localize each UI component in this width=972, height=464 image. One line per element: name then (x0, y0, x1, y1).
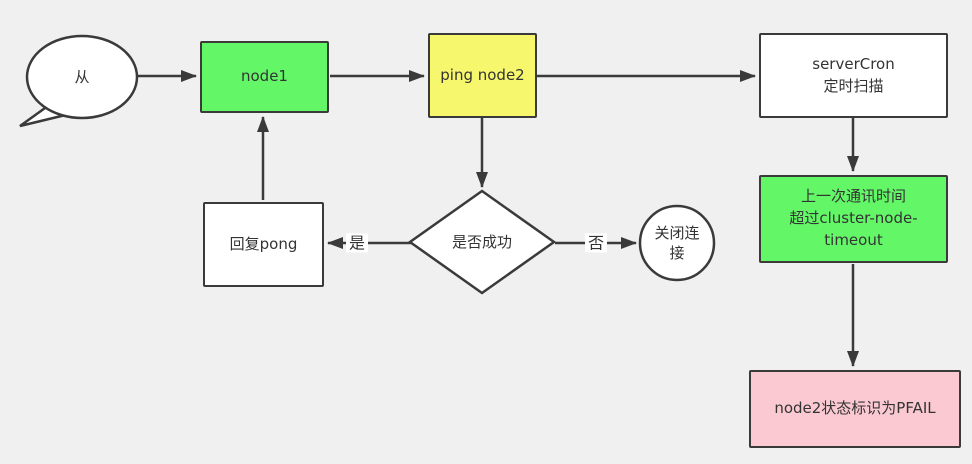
close-connection-circle-shape (638, 204, 716, 282)
node-timeout-check: 上一次通讯时间 超过cluster-node-timeout (759, 175, 948, 263)
node-pfail: node2状态标识为PFAIL (749, 370, 961, 448)
node-servercron-label-line2: 定时扫描 (823, 76, 884, 95)
decision-diamond-shape (407, 189, 557, 295)
node-node1-label: node1 (241, 67, 288, 86)
node-servercron-label-line1: serverCron (812, 54, 895, 73)
node-timeout-check-label-line1: 上一次通讯时间 (800, 187, 906, 206)
node-servercron: serverCron 定时扫描 (759, 33, 948, 118)
node-node1: node1 (200, 41, 329, 113)
node-pfail-label: node2状态标识为PFAIL (774, 399, 936, 418)
edge-label-no: 否 (584, 233, 608, 253)
node-ping-node2: ping node2 (428, 33, 537, 118)
edge-label-yes: 是 (345, 233, 369, 253)
speech-bubble-shape (25, 34, 139, 120)
node-reply-pong: 回复pong (203, 202, 324, 287)
node-reply-pong-label: 回复pong (229, 234, 298, 253)
node-ping-node2-label: ping node2 (440, 65, 525, 84)
node-timeout-check-label-line2: 超过cluster-node-timeout (789, 209, 918, 249)
